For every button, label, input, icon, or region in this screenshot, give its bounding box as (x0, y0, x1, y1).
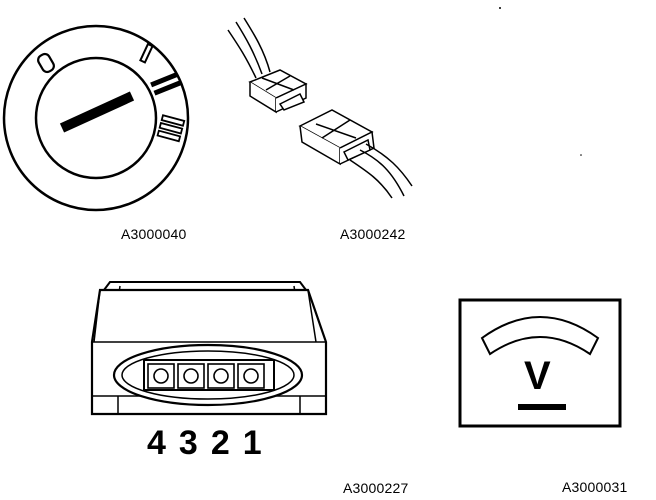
label-connector-pair: A3000242 (340, 226, 406, 242)
upper-connector (248, 69, 308, 114)
switch-inner-ring (34, 56, 158, 180)
label-four-pin-connector: A3000227 (343, 480, 409, 496)
voltmeter-scale-arc (480, 316, 600, 356)
label-ignition-switch: A3000040 (121, 226, 187, 242)
speck (580, 154, 582, 156)
position-mark-zero (37, 52, 55, 74)
voltmeter-v-glyph: V (524, 354, 551, 398)
position-mark-three (156, 114, 186, 143)
voltmeter-symbol-figure (458, 298, 622, 428)
ignition-switch-figure (2, 24, 190, 212)
wire (349, 159, 393, 199)
wire (359, 149, 405, 197)
pin-cavities (147, 363, 265, 389)
label-voltmeter: A3000031 (562, 479, 628, 495)
key-slot (59, 91, 135, 133)
four-pin-connector-figure (90, 281, 328, 416)
pin-number-row: 4321 (147, 424, 275, 462)
speck (499, 7, 501, 9)
wire (235, 21, 263, 75)
connector-pair-figure (227, 17, 413, 199)
lower-connector (298, 109, 375, 166)
voltmeter-underline (518, 404, 566, 410)
wire (365, 143, 413, 187)
position-mark-two (150, 72, 182, 96)
wire (243, 17, 271, 73)
wire (227, 29, 257, 79)
position-mark-one (139, 42, 154, 64)
